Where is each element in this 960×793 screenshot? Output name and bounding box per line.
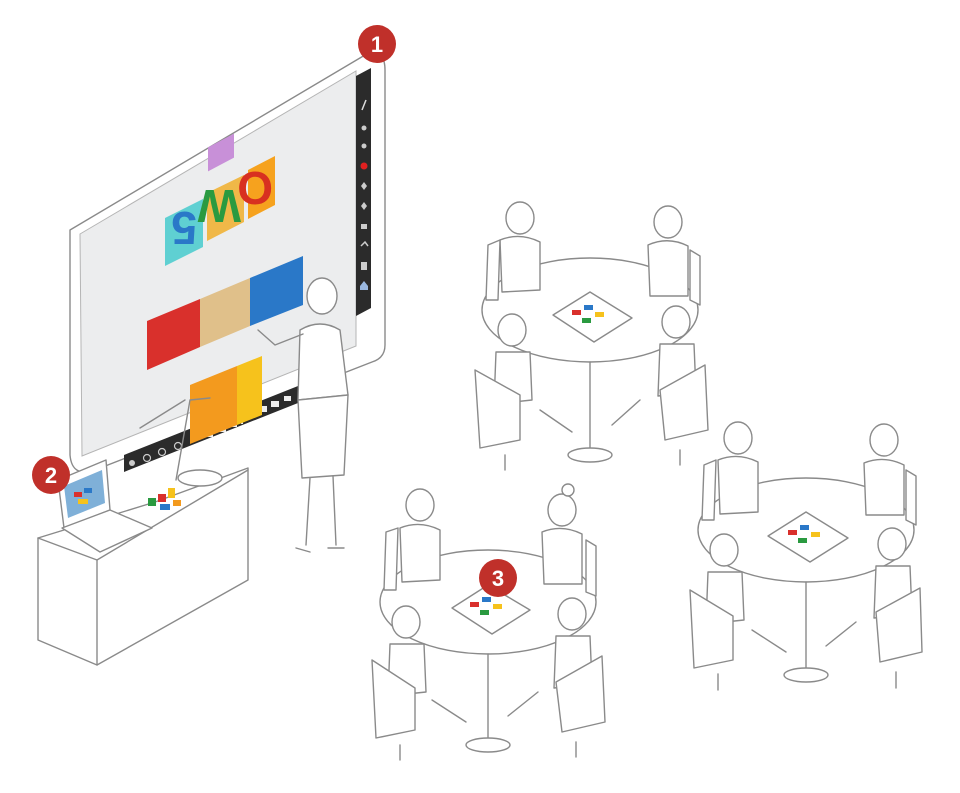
- save-icon[interactable]: [361, 262, 367, 270]
- student-1c: [474, 313, 573, 471]
- camera-icon[interactable]: [259, 406, 267, 412]
- tablet-3: [767, 511, 849, 563]
- table-group-1: [474, 201, 709, 471]
- student-3c: [689, 533, 787, 691]
- letter-tiles: 5 W O: [165, 133, 275, 266]
- student-1a: [485, 201, 541, 301]
- zoom-out-icon[interactable]: [157, 447, 167, 457]
- eraser-icon[interactable]: [361, 125, 367, 131]
- student-3a: [701, 421, 759, 521]
- teacher-desk: [37, 397, 249, 666]
- student-2d: [507, 597, 606, 758]
- document-camera: [139, 397, 223, 487]
- student-1d: [611, 305, 709, 466]
- gallery-icon[interactable]: [271, 401, 279, 407]
- toy-blocks: [148, 488, 181, 510]
- fill-icon[interactable]: [361, 202, 367, 210]
- board-side-toolbar[interactable]: [356, 68, 371, 316]
- board-blocks: [147, 256, 303, 444]
- letter-tile-5: 5: [165, 199, 203, 266]
- tablet-1: [552, 291, 633, 343]
- letter-tile-5-label: 5: [171, 202, 197, 254]
- badge-2-label: 2: [45, 463, 57, 488]
- table-group-3: [689, 421, 923, 691]
- letter-tile-w: W: [197, 175, 244, 241]
- marker-icon[interactable]: [361, 143, 367, 149]
- badge-1-label: 1: [371, 32, 383, 57]
- zoom-in-icon[interactable]: [142, 453, 152, 463]
- undo-icon[interactable]: [360, 240, 369, 247]
- shape-icon[interactable]: [361, 182, 367, 190]
- letter-tile-o-label: O: [237, 162, 273, 214]
- red-block: [147, 299, 200, 370]
- blue-block: [250, 256, 303, 326]
- student-3b: [863, 423, 917, 526]
- laptop: [57, 459, 153, 553]
- student-2c: [371, 605, 467, 761]
- badge-2: 2: [32, 456, 70, 494]
- orange-block: [190, 366, 237, 444]
- pan-icon[interactable]: [129, 460, 135, 466]
- letter-tile-w-label: W: [197, 180, 241, 232]
- student-1b: [647, 205, 701, 306]
- export-icon[interactable]: [284, 396, 291, 401]
- home-icon[interactable]: [360, 281, 368, 290]
- letter-tile-top: [208, 133, 234, 172]
- badge-3-label: 3: [492, 566, 504, 591]
- badge-3: 3: [479, 559, 517, 597]
- table-group-2: [371, 483, 606, 761]
- wood-block: [200, 278, 250, 347]
- teacher-figure: [257, 277, 349, 553]
- tablet-2: [451, 584, 531, 635]
- pen-icon[interactable]: [361, 99, 367, 111]
- badge-1: 1: [358, 25, 396, 63]
- stamp-icon[interactable]: [361, 224, 367, 229]
- student-3d: [825, 527, 923, 689]
- yellow-block: [237, 356, 262, 425]
- color-icon[interactable]: [360, 162, 368, 170]
- student-2a: [383, 488, 441, 591]
- letter-tile-o: O: [237, 156, 275, 219]
- student-2b: [541, 483, 597, 597]
